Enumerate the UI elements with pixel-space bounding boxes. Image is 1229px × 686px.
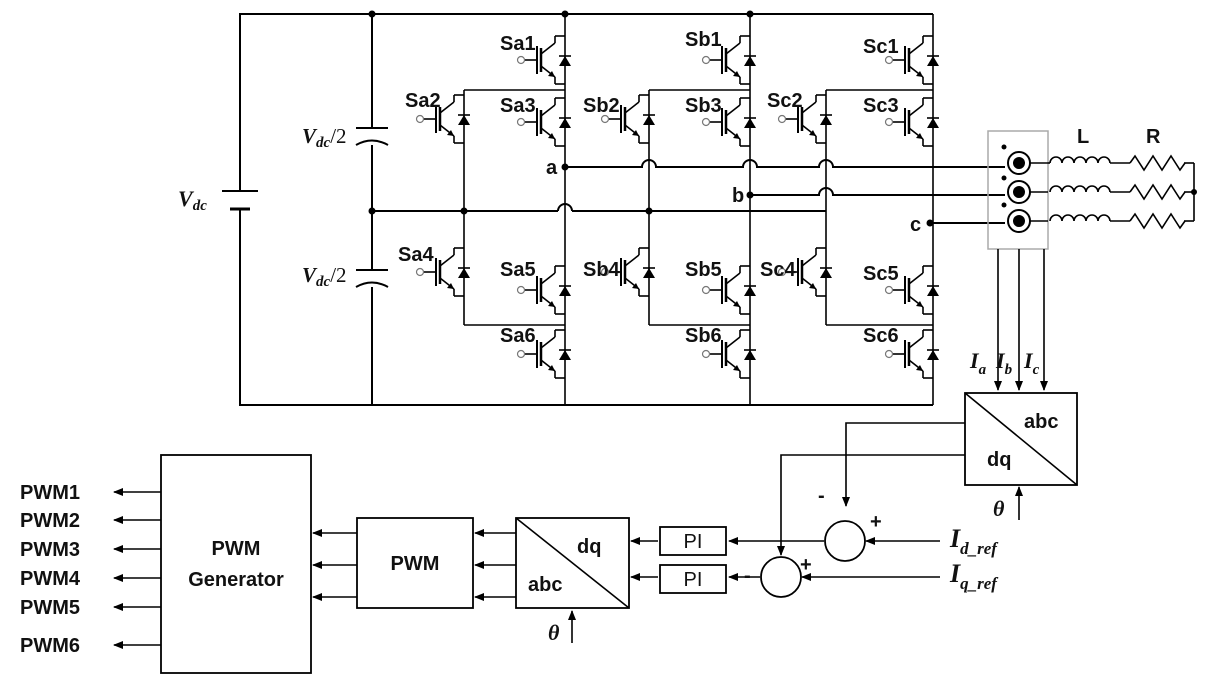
igbt-switches — [415, 34, 941, 380]
label-sc1: Sc1 — [863, 36, 899, 58]
label-sa3: Sa3 — [500, 95, 536, 117]
pwm-output-3: PWM3 — [20, 539, 80, 561]
pwm-block-label: PWM — [391, 553, 440, 575]
label-sa5: Sa5 — [500, 259, 536, 281]
label-sc3: Sc3 — [863, 95, 899, 117]
theta-label-top: θ — [993, 496, 1005, 521]
resistor-label: R — [1146, 126, 1161, 148]
pwm-output-4: PWM4 — [20, 568, 81, 590]
current-ia-label: Ia — [969, 348, 987, 378]
label-sa6: Sa6 — [500, 325, 536, 347]
sum-q-plus: + — [800, 554, 812, 576]
pwm-output-6: PWM6 — [20, 635, 80, 657]
phase-a-label: a — [546, 157, 558, 179]
pi-controller-d — [659, 526, 727, 556]
label-sc4: Sc4 — [760, 259, 796, 281]
label-sb2: Sb2 — [583, 95, 620, 117]
current-ic-label: Ic — [1023, 348, 1040, 378]
pwm-output-1: PWM1 — [20, 482, 80, 504]
vdc-label: Vdc — [178, 186, 207, 214]
pwm-to-generator-arrows — [312, 529, 357, 601]
phase-b-label: b — [732, 185, 744, 207]
abc-to-dq-block — [964, 392, 1078, 486]
inductor-label: L — [1077, 126, 1089, 148]
abc-dq-dq-label: dq — [987, 449, 1011, 471]
dc-bus-wiring — [239, 13, 933, 406]
label-sc5: Sc5 — [863, 263, 899, 285]
dc-source-symbol — [222, 190, 258, 211]
label-sb6: Sb6 — [685, 325, 722, 347]
theta-label-bottom: θ — [548, 620, 560, 645]
sum-d-plus: + — [870, 511, 882, 533]
pwm-generator-line2: Generator — [188, 569, 284, 591]
label-sb1: Sb1 — [685, 29, 722, 51]
pi-q-label: PI — [684, 569, 703, 591]
dq-to-abc-block — [515, 517, 630, 609]
sum-q-minus: - — [744, 565, 751, 587]
pwm-block — [356, 517, 474, 609]
feedback-wiring — [630, 422, 965, 581]
label-sa1: Sa1 — [500, 33, 536, 55]
resistors — [1129, 155, 1186, 229]
id-ref-label: Id_ref — [949, 524, 999, 558]
label-sb5: Sb5 — [685, 259, 722, 281]
pwm-output-labels: PWM1 PWM2 PWM3 PWM4 PWM5 PWM6 — [20, 482, 81, 657]
label-sb3: Sb3 — [685, 95, 722, 117]
label-sa2: Sa2 — [405, 90, 441, 112]
pwm-generator-block — [160, 454, 312, 674]
dc-link-capacitor-bottom — [355, 269, 389, 288]
dq-abc-dq-label: dq — [577, 536, 601, 558]
current-sensor-box — [987, 130, 1049, 250]
pwm-output-5: PWM5 — [20, 597, 80, 619]
summing-junctions — [760, 520, 866, 598]
pi-d-label: PI — [684, 531, 703, 553]
inductors — [1049, 156, 1111, 222]
pwm-output-arrows — [113, 488, 161, 649]
phase-c-label: c — [910, 214, 921, 236]
load-wiring — [1030, 162, 1197, 222]
inverter-leg-wiring — [463, 14, 1005, 405]
label-sb4: Sb4 — [583, 259, 621, 281]
current-feedback-arrows — [994, 249, 1048, 391]
current-sensors — [1001, 144, 1031, 233]
sum-d-minus: - — [818, 485, 825, 507]
pwm-generator-line1: PWM — [212, 538, 261, 560]
label-sa4: Sa4 — [398, 244, 434, 266]
switch-labels: Sa1 Sa2 Sa3 Sa4 Sa5 Sa6 Sb1 Sb2 Sb3 Sb4 … — [398, 29, 899, 347]
label-sc6: Sc6 — [863, 325, 899, 347]
dq-abc-to-pwm-arrows — [474, 529, 516, 601]
half-vdc-label-top: Vdc/2 — [302, 124, 347, 151]
label-sc2: Sc2 — [767, 90, 803, 112]
abc-dq-abc-label: abc — [1024, 411, 1058, 433]
iq-ref-label: Iq_ref — [949, 559, 999, 593]
half-vdc-label-bottom: Vdc/2 — [302, 263, 347, 290]
pwm-output-2: PWM2 — [20, 510, 80, 532]
dc-link-capacitor-top — [355, 127, 389, 146]
current-ib-label: Ib — [995, 348, 1013, 378]
dq-abc-abc-label: abc — [528, 574, 562, 596]
pi-controller-q — [659, 564, 727, 594]
